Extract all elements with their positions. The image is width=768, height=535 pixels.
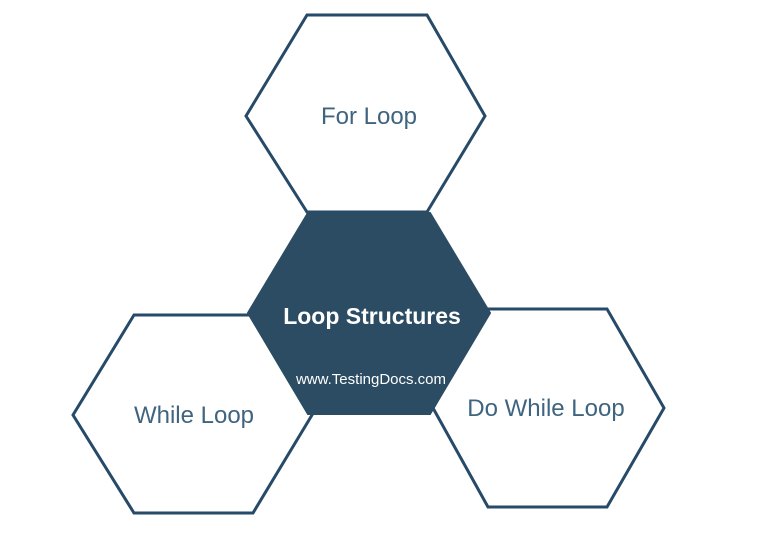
center-title-label: Loop Structures xyxy=(283,303,461,329)
watermark-url: www.TestingDocs.com xyxy=(295,371,446,388)
do-while-loop-label: Do While Loop xyxy=(467,395,624,422)
hexagon-center xyxy=(246,212,492,415)
while-loop-label: While Loop xyxy=(134,402,254,429)
for-loop-label: For Loop xyxy=(321,103,417,130)
